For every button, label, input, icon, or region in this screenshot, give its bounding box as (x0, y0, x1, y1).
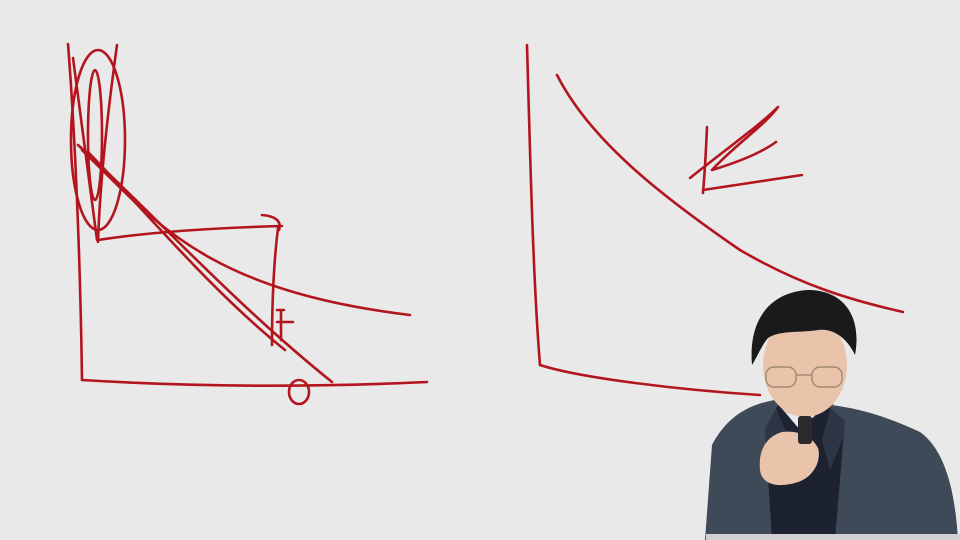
handwritten-e-mark (688, 105, 804, 195)
left-hook (260, 213, 281, 232)
left-x-axis (80, 378, 429, 387)
microphone-icon (798, 416, 812, 444)
left-second-diagonal (86, 150, 287, 352)
left-steep-stroke (96, 43, 119, 244)
left-axis-circle (287, 378, 311, 406)
left-curve (80, 148, 412, 317)
handwritten-label: E (682, 100, 683, 101)
glasses-icon (765, 366, 843, 388)
desk-edge (706, 534, 960, 540)
left-y-axis (66, 42, 84, 382)
left-tick-mark (275, 308, 295, 342)
presenter-hair (751, 290, 857, 365)
presenter-face (763, 313, 847, 417)
left-tall-stroke (71, 56, 99, 242)
left-vertical-drop (270, 226, 280, 347)
presenter-hand (759, 431, 819, 486)
left-ellipse-inner (86, 68, 104, 202)
presenter-lapel-right (822, 402, 848, 470)
right-demand-curve (555, 73, 905, 314)
marker-drawing (66, 42, 905, 406)
presenter (705, 290, 960, 540)
right-y-axis (525, 43, 542, 367)
left-horizontal-line (96, 224, 284, 242)
right-x-axis (538, 363, 762, 397)
